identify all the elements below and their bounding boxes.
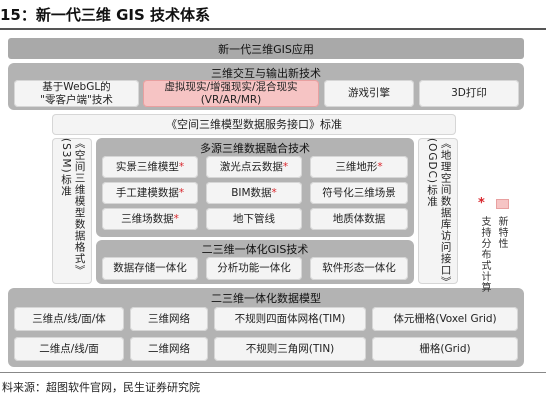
webgl-zero-client-box: 基于WebGL的 "零客户端"技术 <box>14 80 139 107</box>
3d-network-box: 三维网络 <box>130 307 208 331</box>
3d-print-box: 3D打印 <box>419 80 519 107</box>
voxel-grid-box: 体元栅格(Voxel Grid) <box>372 307 518 331</box>
analysis-integration-box: 分析功能一体化 <box>206 257 302 280</box>
fusion-item-5: BIM数据* <box>206 182 302 204</box>
fusion-item-star: * <box>271 186 277 199</box>
interaction-panel-title: 三维交互与输出新技术 <box>211 67 321 80</box>
source-divider <box>0 372 546 373</box>
fusion-item-label: 符号化三维场景 <box>322 186 396 199</box>
3d-point-line-surface-volume-box: 三维点/线/面/体 <box>14 307 124 331</box>
data-fusion-panel-title: 多源三维数据融合技术 <box>200 142 310 155</box>
fusion-item-star: * <box>377 160 383 173</box>
fusion-item-label: 实景三维模型 <box>115 160 179 173</box>
fusion-item-3: 三维地形* <box>310 156 408 178</box>
fusion-item-label: 三维场数据 <box>121 212 174 225</box>
gis-tech-panel: 二三维一体化GIS技术 数据存储一体化 分析功能一体化 软件形态一体化 <box>96 240 414 284</box>
fusion-item-label: 手工建模数据 <box>115 186 179 199</box>
data-model-panel: 二三维一体化数据模型 三维点/线/面/体 三维网络 不规则四面体网格(TIM) … <box>8 288 524 367</box>
fusion-item-star: * <box>178 186 185 199</box>
fusion-item-star: * <box>178 160 185 173</box>
figure-title: 15：新一代三维 GIS 技术体系 <box>0 6 211 24</box>
fusion-item-star: * <box>282 160 289 173</box>
legend-star-marker: * <box>478 196 485 211</box>
storage-integration-box: 数据存储一体化 <box>102 257 198 280</box>
service-interface-standard-bar: 《空间三维模型数据服务接口》标准 <box>52 114 456 135</box>
fusion-item-9: 地质体数据 <box>310 208 408 230</box>
fusion-item-label: 激光点云数据 <box>219 160 283 173</box>
s3m-standard-label: 《空间三维模型数据格式》(S3M)标准 <box>60 138 86 276</box>
legend-highlight-swatch <box>496 199 509 209</box>
application-bar: 新一代三维GIS应用 <box>8 38 524 59</box>
fusion-item-6: 符号化三维场景 <box>310 182 408 204</box>
legend-new-feature-label: 新特性 <box>496 216 507 249</box>
game-engine-box: 游戏引擎 <box>324 80 414 107</box>
fusion-item-1: 实景三维模型* <box>102 156 198 178</box>
software-integration-box: 软件形态一体化 <box>310 257 408 280</box>
ogdc-standard-box: 《地理空间数据库访问接口》(OGDC)标准 <box>418 138 458 284</box>
title-divider <box>0 28 546 30</box>
fusion-item-label: 三维地形 <box>335 160 378 173</box>
2d-point-line-surface-box: 二维点/线/面 <box>14 337 124 361</box>
vr-ar-mr-box: 虚拟现实/增强现实/混合现实 (VR/AR/MR) <box>143 80 319 107</box>
interaction-panel: 三维交互与输出新技术 基于WebGL的 "零客户端"技术 虚拟现实/增强现实/混… <box>8 63 524 110</box>
fusion-item-label: 地下管线 <box>233 212 275 225</box>
fusion-item-label: BIM数据 <box>231 186 272 199</box>
legend-distributed-label: 支持分布式计算 <box>479 216 490 293</box>
fusion-item-8: 地下管线 <box>206 208 302 230</box>
fusion-item-label: 地质体数据 <box>332 212 386 225</box>
fusion-item-star: * <box>173 212 179 225</box>
grid-box: 栅格(Grid) <box>372 337 518 361</box>
source-note: 料来源：超图软件官网，民生证券研究院 <box>2 381 200 394</box>
ogdc-standard-label: 《地理空间数据库访问接口》(OGDC)标准 <box>426 138 452 283</box>
data-fusion-panel: 多源三维数据融合技术 实景三维模型*激光点云数据*三维地形*手工建模数据*BIM… <box>96 138 414 237</box>
fusion-item-2: 激光点云数据* <box>206 156 302 178</box>
fusion-item-4: 手工建模数据* <box>102 182 198 204</box>
gis-tech-panel-title: 二三维一体化GIS技术 <box>201 243 309 256</box>
tin-box: 不规则三角网(TIN) <box>214 337 366 361</box>
s3m-standard-box: 《空间三维模型数据格式》(S3M)标准 <box>52 138 92 284</box>
2d-network-box: 二维网络 <box>130 337 208 361</box>
fusion-item-7: 三维场数据* <box>102 208 198 230</box>
tim-box: 不规则四面体网格(TIM) <box>214 307 366 331</box>
data-model-panel-title: 二三维一体化数据模型 <box>211 292 321 305</box>
